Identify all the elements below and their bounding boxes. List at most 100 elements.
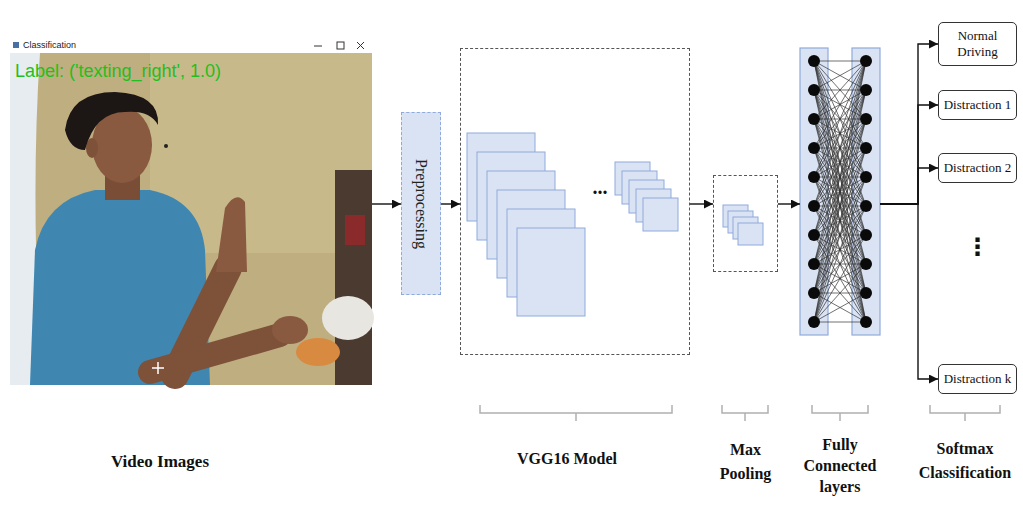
neuron [808,84,820,96]
minimize-symbol [314,46,322,47]
weight-line [814,293,866,322]
flow-arrow [880,168,938,204]
ellipsis: ... [586,176,614,198]
arm [150,335,280,372]
preprocessing-box: Preprocessing [401,112,441,295]
weight-line [814,61,866,62]
stage-caption: Fully Connected layers [795,434,885,497]
neuron [808,258,820,270]
neuron [860,229,872,241]
close-symbol [357,42,364,49]
neuron [860,55,872,67]
crosshair [152,362,164,374]
neuron [808,316,820,328]
weight-line [814,61,866,148]
neuron [808,113,820,125]
neuron [860,258,872,270]
window-title: Classification [23,39,76,51]
window-icon [13,42,19,48]
vgg16-box: VGG16 Model [460,48,690,355]
weight-line [814,61,866,90]
neuron [860,142,872,154]
video-frame: ClassificationLabel: ('texting_right', 1… [10,38,372,385]
weight-line [814,61,866,90]
neuron [808,171,820,183]
flow-arrow [880,105,938,204]
stage-caption: Softmax Classification [912,437,1018,485]
feature-map [517,228,585,316]
hand [272,316,308,344]
weight-line [814,264,866,322]
weight-line [814,206,866,322]
class-label: Distraction 2 [944,160,1012,176]
wall-dot [164,144,168,148]
flow-arrow [880,204,938,379]
prediction-label: Label: ('texting_right', 1.0) [15,61,221,82]
flow-arrow [372,203,401,204]
neuron [860,287,872,299]
class-label: Distraction 1 [944,97,1012,113]
wall [10,38,372,385]
weight-line [814,293,866,322]
bracket [812,405,868,421]
neuron [808,55,820,67]
weight-line [814,61,866,293]
weight-line [814,61,866,235]
weight-line [814,61,866,293]
weight-line [814,61,866,322]
maximize-symbol [337,42,344,49]
neuron [860,171,872,183]
bracket [480,405,672,421]
class-box: Distraction k [938,364,1017,394]
stage-label: Preprocessing [412,159,430,249]
stage-caption: Max Pooling [713,438,778,486]
weight-line [814,61,866,264]
weight-line [814,235,866,322]
class-label: Normal Driving [942,28,1013,59]
weight-line [814,206,866,322]
clutter [296,338,340,366]
label-holder: Video Images [85,451,235,473]
fc-layer [800,48,880,335]
neuron [860,316,872,328]
class-label: Distraction k [944,371,1012,387]
ellipsis: ⋮ [950,232,1005,262]
feature-maps [467,133,763,316]
fully-connected-box: Fully Connected layers [800,48,880,335]
clutter [322,296,374,340]
weight-line [814,235,866,322]
weight-line [814,119,866,322]
flow-arrow [441,203,460,204]
bracket [722,405,768,421]
neuron [808,287,820,299]
weight-line [814,90,866,322]
caption: Video Images [85,451,235,473]
video-photo [10,38,374,385]
label-holder: ... [586,176,614,198]
weight-line [814,119,866,322]
weight-line [814,90,866,322]
weight-line [814,61,866,206]
neuron [860,84,872,96]
bracket [930,405,1000,421]
neuron [860,113,872,125]
hand [216,197,247,272]
layer-column [852,48,880,335]
feature-map [738,223,763,245]
neuron [808,200,820,212]
weight-line [814,61,866,119]
max-pooling-box: Max Pooling [713,175,778,272]
label-holder: Softmax Classification [912,437,1018,485]
weight-line [814,61,866,177]
weight-line [814,177,866,322]
clutter [345,215,365,245]
title-bar [10,38,372,53]
weight-line [814,61,866,322]
flow-arrow [690,203,713,204]
stage-caption: VGG16 Model [467,449,667,469]
flow-arrow [880,44,938,204]
weight-line [814,61,866,264]
weight-line [814,61,866,206]
class-box: Distraction 1 [938,90,1017,120]
weight-line [814,61,866,235]
